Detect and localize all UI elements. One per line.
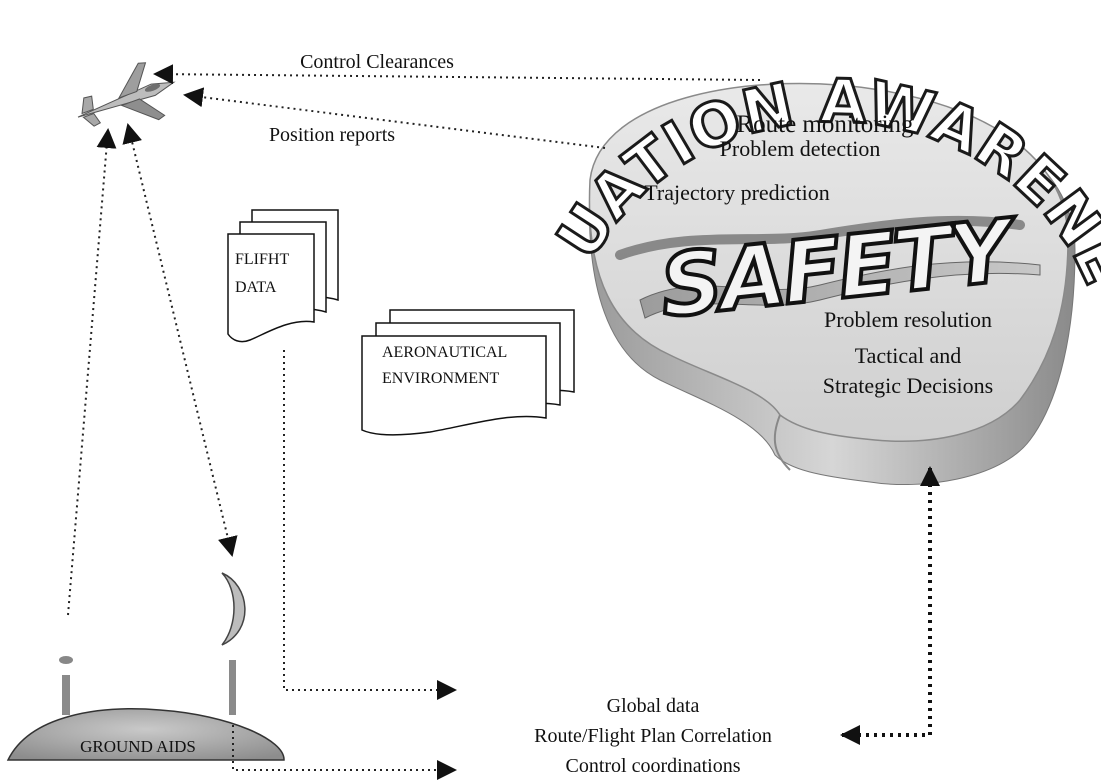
trajectory-prediction-label: Trajectory prediction (644, 180, 830, 205)
problem-resolution-label: Problem resolution (824, 307, 992, 332)
control-clearances-arrow (153, 64, 761, 85)
flight-data-document: FLIFHT DATA (227, 209, 339, 343)
route-flight-plan-label: Route/Flight Plan Correlation (534, 725, 772, 747)
aero-line1: AERONAUTICAL (382, 344, 507, 361)
flight-data-line2: DATA (235, 279, 277, 296)
problem-detection-label: Problem detection (720, 136, 881, 161)
vertical-link-arrow (67, 128, 117, 616)
aeronautical-environment-document: AERONAUTICAL ENVIRONMENT (361, 309, 575, 436)
ground-aids-label: GROUND AIDS (80, 737, 196, 756)
tactical-label: Tactical and (855, 343, 962, 368)
flight-data-line1: FLIFHT (235, 251, 289, 268)
control-clearances-label: Control Clearances (300, 51, 454, 73)
safety-ribbon (639, 261, 1041, 319)
ground-aids-mound (6, 708, 285, 761)
route-monitoring-label: Route monitoring (736, 111, 914, 138)
aircraft-radar-arrow (122, 123, 238, 557)
global-data-label: Global data (607, 695, 700, 717)
position-reports-label: Position reports (269, 124, 395, 146)
strategic-decisions-label: Strategic Decisions (823, 373, 993, 398)
aircraft-icon (77, 62, 176, 127)
radar-dish-icon (221, 572, 246, 715)
ground-to-global-arrow (232, 725, 457, 780)
blob-to-global-arrow (840, 466, 940, 745)
control-coordinations-label: Control coordinations (566, 755, 741, 777)
aero-line2: ENVIRONMENT (382, 370, 500, 387)
position-reports-arrow (183, 87, 606, 149)
antenna-icon (59, 656, 73, 715)
